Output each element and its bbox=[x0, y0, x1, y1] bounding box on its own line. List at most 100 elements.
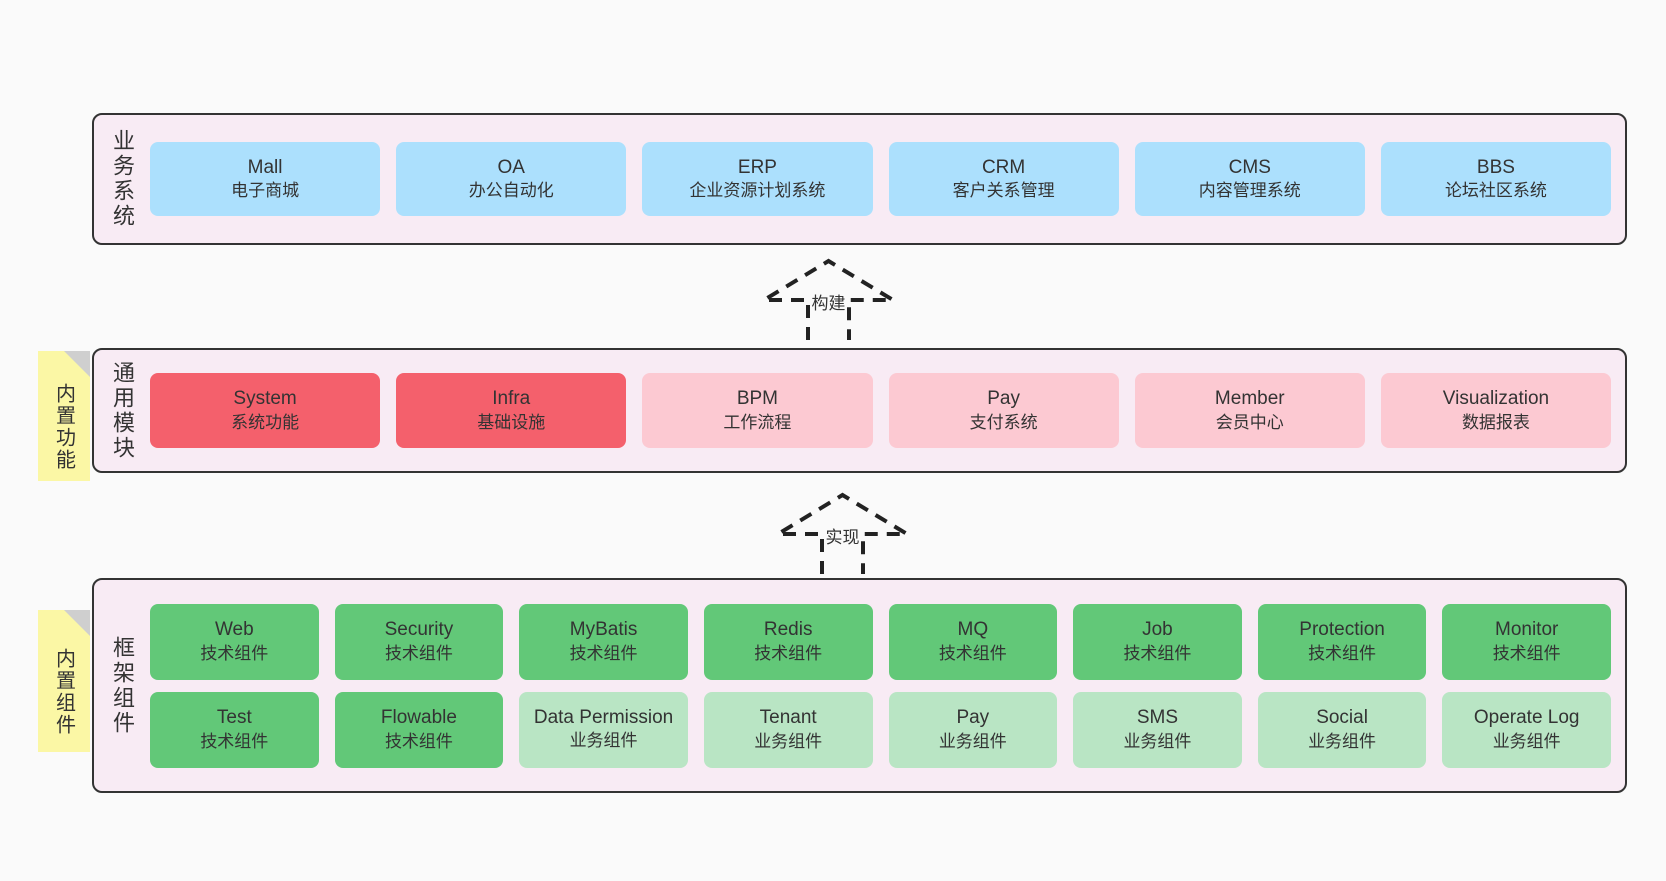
node-tenant[interactable]: Tenant 业务组件 bbox=[703, 691, 873, 768]
node-title-en: Member bbox=[1214, 388, 1285, 410]
node-sms[interactable]: SMS 业务组件 bbox=[1073, 691, 1242, 768]
node-visualization[interactable]: Visualization 数据报表 bbox=[1380, 373, 1612, 448]
node-pay-component[interactable]: Pay 业务组件 bbox=[888, 691, 1058, 768]
node-redis[interactable]: Redis 技术组件 bbox=[703, 603, 873, 680]
layer-framework-boxes: Web 技术组件 Security 技术组件 MyBatis 技术组件 Redi… bbox=[150, 580, 1625, 791]
node-title-cn: 技术组件 bbox=[384, 731, 453, 751]
node-title-cn: 电子商城 bbox=[231, 181, 300, 201]
node-bpm[interactable]: BPM 工作流程 bbox=[642, 373, 873, 448]
node-title-cn: 会员中心 bbox=[1215, 412, 1284, 432]
layer-title-business-systems: 业务系统 bbox=[110, 129, 135, 229]
connector-build: 构建 bbox=[756, 258, 901, 340]
node-title-cn: 论坛社区系统 bbox=[1444, 181, 1547, 201]
node-operate-log[interactable]: Operate Log 业务组件 bbox=[1442, 691, 1611, 768]
connector-implement: 实现 bbox=[770, 492, 915, 574]
node-title-cn: 系统功能 bbox=[231, 412, 300, 432]
node-title-en: Pay bbox=[956, 707, 990, 729]
node-data-permission[interactable]: Data Permission 业务组件 bbox=[519, 691, 688, 768]
node-title-cn: 技术组件 bbox=[1492, 643, 1561, 663]
node-erp[interactable]: ERP 企业资源计划系统 bbox=[642, 142, 873, 216]
box-row: Web 技术组件 Security 技术组件 MyBatis 技术组件 Redi… bbox=[150, 603, 1611, 680]
node-bbs[interactable]: BBS 论坛社区系统 bbox=[1380, 142, 1612, 216]
box-row: System 系统功能 Infra 基础设施 BPM 工作流程 Pay 支付系统… bbox=[150, 373, 1612, 448]
node-title-cn: 技术组件 bbox=[200, 643, 269, 663]
node-title-en: BBS bbox=[1476, 156, 1515, 178]
node-title-cn: 支付系统 bbox=[969, 412, 1038, 432]
node-title-en: MQ bbox=[957, 619, 989, 641]
node-crm[interactable]: CRM 客户关系管理 bbox=[888, 142, 1119, 216]
node-protection[interactable]: Protection 技术组件 bbox=[1257, 603, 1427, 680]
node-title-en: Web bbox=[214, 619, 254, 641]
node-job[interactable]: Job 技术组件 bbox=[1073, 603, 1242, 680]
node-title-en: MyBatis bbox=[569, 619, 638, 641]
node-mybatis[interactable]: MyBatis 技术组件 bbox=[519, 603, 688, 680]
sticky-note-label: 内置组件 bbox=[52, 648, 75, 736]
node-title-cn: 技术组件 bbox=[569, 643, 638, 663]
node-security[interactable]: Security 技术组件 bbox=[334, 603, 504, 680]
implement-arrow-icon bbox=[770, 492, 915, 574]
node-title-en: Protection bbox=[1299, 619, 1385, 641]
node-social[interactable]: Social 业务组件 bbox=[1257, 691, 1427, 768]
node-title-cn: 技术组件 bbox=[200, 731, 269, 751]
node-title-cn: 技术组件 bbox=[384, 643, 453, 663]
node-title-cn: 技术组件 bbox=[1123, 643, 1192, 663]
build-arrow-icon bbox=[756, 258, 901, 340]
node-title-en: OA bbox=[497, 156, 525, 178]
node-title-en: Social bbox=[1316, 707, 1368, 729]
node-title-en: Redis bbox=[763, 619, 813, 641]
node-title-en: CMS bbox=[1228, 156, 1271, 178]
node-title-en: Visualization bbox=[1442, 388, 1550, 410]
node-title-en: ERP bbox=[737, 156, 777, 178]
node-web[interactable]: Web 技术组件 bbox=[150, 603, 319, 680]
node-title-en: SMS bbox=[1136, 707, 1179, 729]
node-pay[interactable]: Pay 支付系统 bbox=[888, 373, 1119, 448]
node-title-cn: 业务组件 bbox=[1308, 731, 1377, 751]
layer-title-common-modules: 通用模块 bbox=[110, 360, 135, 461]
node-oa[interactable]: OA 办公自动化 bbox=[396, 142, 627, 216]
node-title-cn: 数据报表 bbox=[1461, 412, 1530, 432]
box-row: Mall 电子商城 OA 办公自动化 ERP 企业资源计划系统 CRM 客户关系… bbox=[150, 142, 1612, 216]
node-title-cn: 技术组件 bbox=[938, 643, 1007, 663]
node-title-en: Pay bbox=[987, 388, 1020, 410]
sticky-fold-corner-icon bbox=[64, 351, 90, 377]
node-title-cn: 基础设施 bbox=[477, 412, 546, 432]
node-mq[interactable]: MQ 技术组件 bbox=[888, 603, 1058, 680]
node-title-cn: 工作流程 bbox=[723, 412, 792, 432]
sticky-fold-corner-icon bbox=[64, 610, 90, 636]
node-title-en: Data Permission bbox=[533, 707, 674, 729]
node-title-en: Job bbox=[1142, 619, 1173, 641]
node-title-en: Flowable bbox=[380, 707, 457, 729]
node-mall[interactable]: Mall 电子商城 bbox=[150, 142, 381, 216]
node-title-cn: 技术组件 bbox=[1308, 643, 1377, 663]
node-cms[interactable]: CMS 内容管理系统 bbox=[1134, 142, 1365, 216]
node-title-cn: 办公自动化 bbox=[468, 181, 554, 201]
node-title-cn: 企业资源计划系统 bbox=[689, 181, 826, 201]
connector-build-label: 构建 bbox=[811, 294, 846, 313]
node-title-en: System bbox=[233, 388, 297, 410]
node-test[interactable]: Test 技术组件 bbox=[150, 691, 319, 768]
node-system[interactable]: System 系统功能 bbox=[150, 373, 381, 448]
node-flowable[interactable]: Flowable 技术组件 bbox=[334, 691, 504, 768]
node-member[interactable]: Member 会员中心 bbox=[1134, 373, 1365, 448]
node-title-cn: 业务组件 bbox=[754, 731, 823, 751]
sticky-note-label: 内置功能 bbox=[52, 383, 75, 471]
sticky-note-builtin-features: 内置功能 bbox=[38, 351, 90, 481]
node-title-en: Tenant bbox=[759, 707, 817, 729]
node-title-cn: 业务组件 bbox=[1492, 731, 1561, 751]
node-title-cn: 业务组件 bbox=[569, 731, 638, 751]
node-title-en: Mall bbox=[247, 156, 283, 178]
node-title-cn: 业务组件 bbox=[1123, 731, 1192, 751]
node-title-cn: 业务组件 bbox=[938, 731, 1007, 751]
node-infra[interactable]: Infra 基础设施 bbox=[396, 373, 627, 448]
node-title-en: CRM bbox=[981, 156, 1026, 178]
layer-business-systems: 业务系统 Mall 电子商城 OA 办公自动化 ERP 企业资源计划系统 CRM… bbox=[92, 113, 1627, 245]
layer-common-modules: 通用模块 System 系统功能 Infra 基础设施 BPM 工作流程 Pay… bbox=[92, 348, 1627, 473]
layer-title-framework-components: 框架组件 bbox=[110, 635, 135, 736]
node-monitor[interactable]: Monitor 技术组件 bbox=[1442, 603, 1611, 680]
node-title-en: Monitor bbox=[1495, 619, 1559, 641]
layer-business-boxes: Mall 电子商城 OA 办公自动化 ERP 企业资源计划系统 CRM 客户关系… bbox=[150, 115, 1625, 243]
node-title-cn: 内容管理系统 bbox=[1198, 181, 1301, 201]
node-title-cn: 客户关系管理 bbox=[952, 181, 1055, 201]
node-title-en: Infra bbox=[492, 388, 531, 410]
